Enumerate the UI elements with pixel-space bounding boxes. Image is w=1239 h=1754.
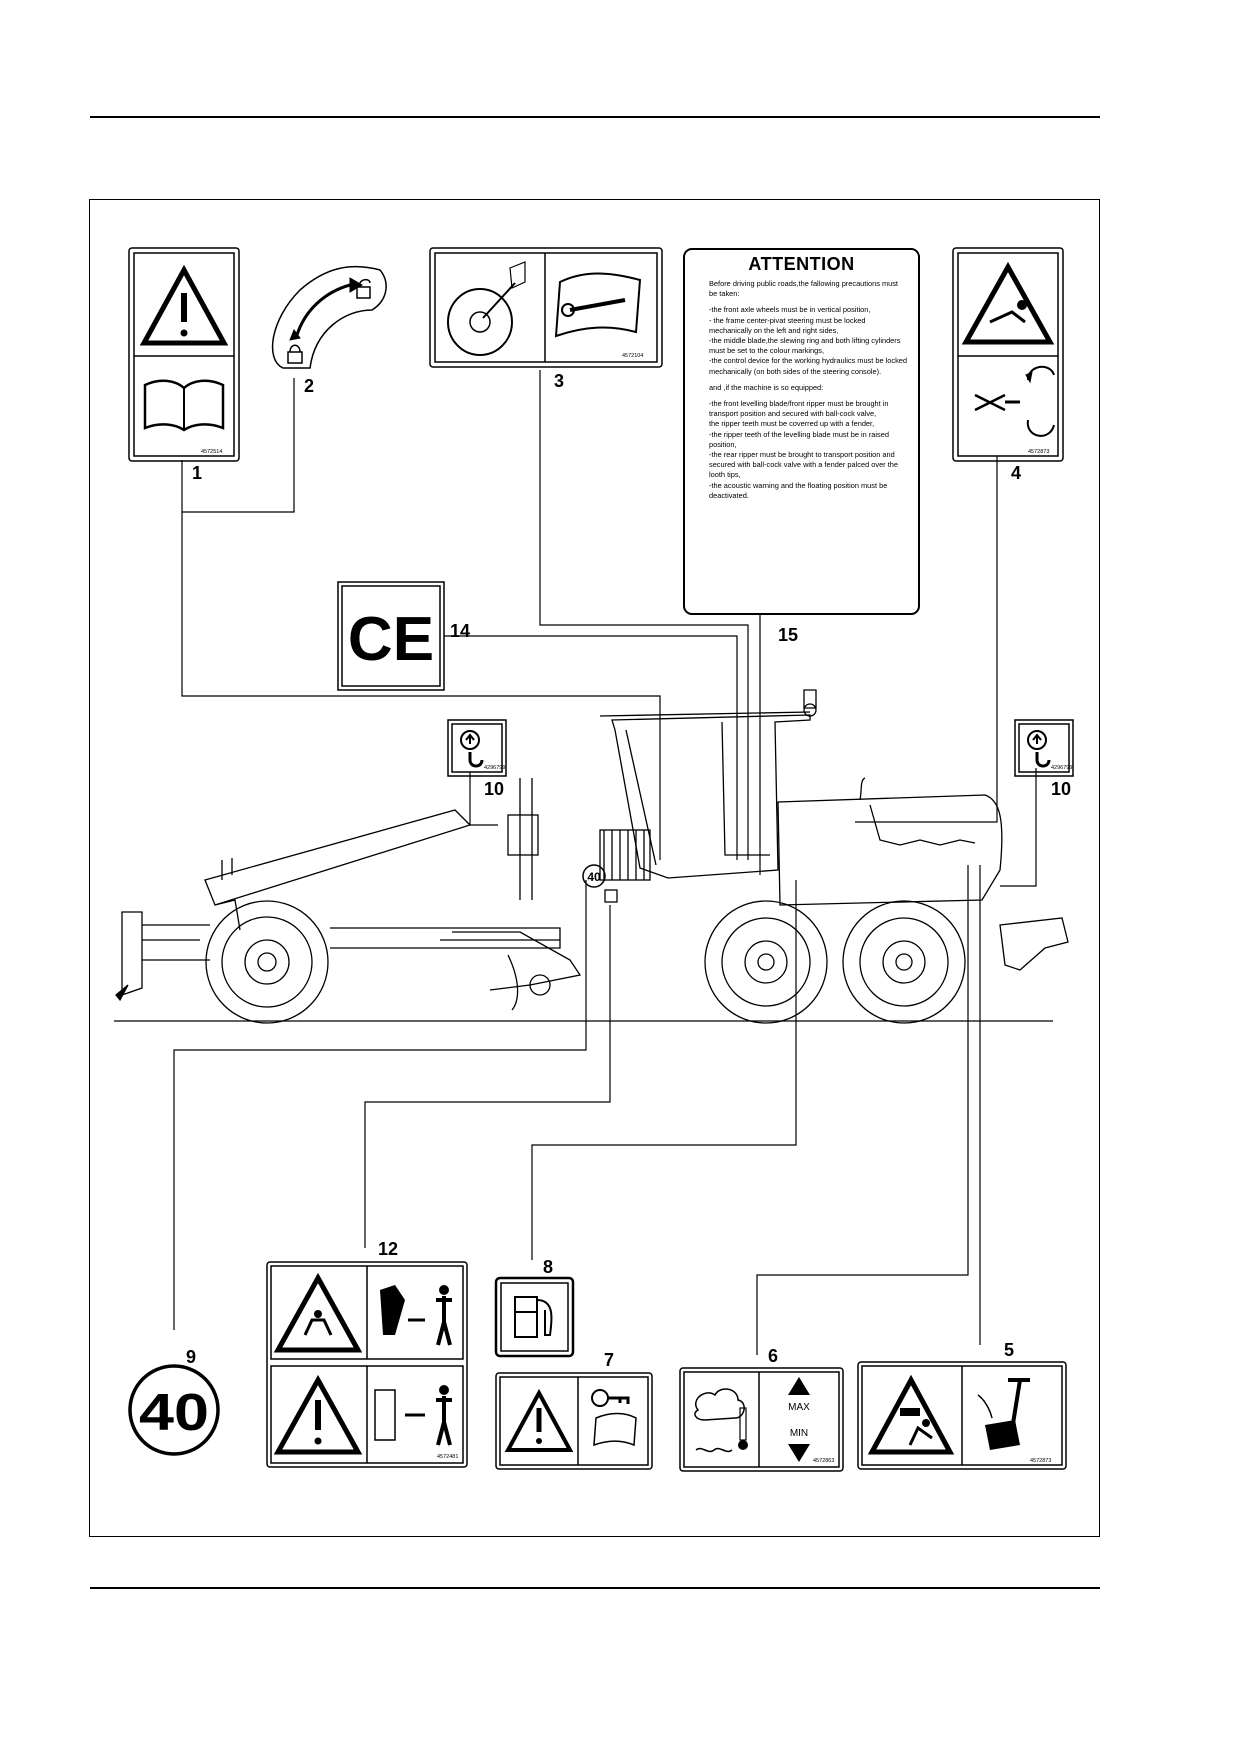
decal-10-right (1014, 719, 1074, 777)
callout-10-right: 10 (1051, 779, 1072, 799)
decal-8 (494, 1276, 575, 1358)
rotation-icon (1025, 365, 1055, 437)
crush-hazard-icon (961, 261, 1055, 345)
decal-6: MAX MIN (679, 1367, 844, 1472)
callout-5: 5 (1004, 1340, 1015, 1360)
lock-icon (287, 344, 303, 364)
max-text: MAX (788, 1402, 810, 1413)
decal-1 (128, 247, 240, 462)
decal-40-on-machine: 40 (582, 864, 606, 888)
decal-2 (271, 265, 387, 369)
arrow-up-icon (788, 1377, 810, 1395)
decal-3 (429, 247, 663, 368)
callout-10-left: 10 (484, 779, 505, 799)
attention-decal: ATTENTION Before driving public roads,th… (683, 248, 920, 615)
attention-item: -the middle blade,the slewing ring and b… (709, 336, 901, 356)
decal-12 (266, 1261, 468, 1468)
code-decal-3: 4572104 (622, 353, 643, 359)
attention-item: - the frame center-pivat steering must b… (709, 315, 866, 335)
attention-list-2: -the front levelling blade/front ripper … (709, 399, 908, 501)
unlock-icon (356, 278, 371, 299)
warning-triangle-icon (273, 1272, 363, 1353)
decal-14: CE (337, 581, 445, 691)
callout-9: 9 (186, 1347, 197, 1367)
warning-triangle-icon (139, 264, 229, 346)
callout-1: 1 (192, 463, 203, 483)
attention-item: -the acoustic warning and the floating p… (709, 480, 888, 500)
attention-item: -the ripper teeth of the levelling blade… (709, 429, 889, 449)
attention-item: -the front axle wheels must be in vertic… (709, 305, 871, 315)
code-decal-4: 4572873 (1028, 449, 1049, 455)
code-decal-12: 4572481 (437, 1454, 458, 1460)
motor-grader-illustration (115, 689, 1069, 1024)
callout-14: 14 (450, 621, 471, 641)
decal-10-left (447, 719, 507, 777)
wrench-book-icon (593, 1412, 637, 1447)
code-decal-5: 4572873 (1030, 1458, 1051, 1464)
callout-2: 2 (304, 376, 315, 396)
wheel-icon (447, 261, 526, 356)
fuel-pump-icon (514, 1296, 553, 1338)
ce-mark-text: CE (348, 605, 434, 674)
decal-7 (495, 1372, 653, 1470)
figure-frame (89, 199, 1100, 1537)
code-decal-6: 4572863 (813, 1458, 834, 1464)
lifting-hook-icon (1027, 730, 1051, 768)
attention-list-1: -the front axle wheels must be in vertic… (709, 305, 908, 376)
code-decal-10-left: 4296799 (484, 765, 505, 771)
warning-triangle-icon (504, 1388, 574, 1452)
code-decal-1: 4572514 (201, 449, 222, 455)
bottom-rule (90, 1587, 1100, 1589)
arrow-down-icon (788, 1444, 810, 1462)
person-icon (436, 1285, 452, 1346)
warning-triangle-icon (273, 1374, 363, 1455)
attention-lead: Before driving public roads,the fallowin… (709, 279, 898, 299)
decal-speed-small-text: 40 (587, 870, 601, 884)
speed-limit-text: 40 (139, 1384, 209, 1442)
wrench-book-icon (554, 272, 642, 338)
top-rule (90, 116, 1100, 118)
attention-item: -the front levelling blade/front ripper … (709, 399, 889, 419)
callout-3: 3 (554, 371, 565, 391)
attention-title: ATTENTION (748, 254, 855, 274)
callout-15: 15 (778, 625, 799, 645)
decal-4 (952, 247, 1064, 462)
attention-item: the ripper teeth must be coverred up wit… (709, 419, 875, 429)
manual-book-icon (143, 379, 225, 432)
person-icon (436, 1385, 452, 1446)
thermometer-icon (738, 1407, 748, 1450)
decal-8-on-machine (604, 889, 618, 903)
steam-cloud-icon (694, 1388, 745, 1421)
callout-4: 4 (1011, 463, 1022, 483)
leader-lines (173, 370, 1037, 1355)
code-decal-10-right: 4296799 (1051, 765, 1072, 771)
lifting-hook-icon (460, 730, 484, 768)
key-icon (591, 1389, 630, 1407)
decal-5 (857, 1361, 1067, 1470)
attention-item: -the rear ripper must be brought to tran… (709, 450, 898, 480)
callout-12: 12 (378, 1239, 399, 1259)
attention-item: -the control device for the working hydr… (709, 356, 907, 376)
decal-9: 40 (128, 1364, 220, 1456)
callout-6: 6 (768, 1346, 779, 1366)
warning-triangle-icon (867, 1374, 955, 1455)
callout-7: 7 (604, 1350, 615, 1370)
min-text: MIN (790, 1428, 808, 1439)
attention-mid: and ,if the machine is so equipped: (709, 382, 824, 392)
callout-8: 8 (543, 1257, 554, 1277)
